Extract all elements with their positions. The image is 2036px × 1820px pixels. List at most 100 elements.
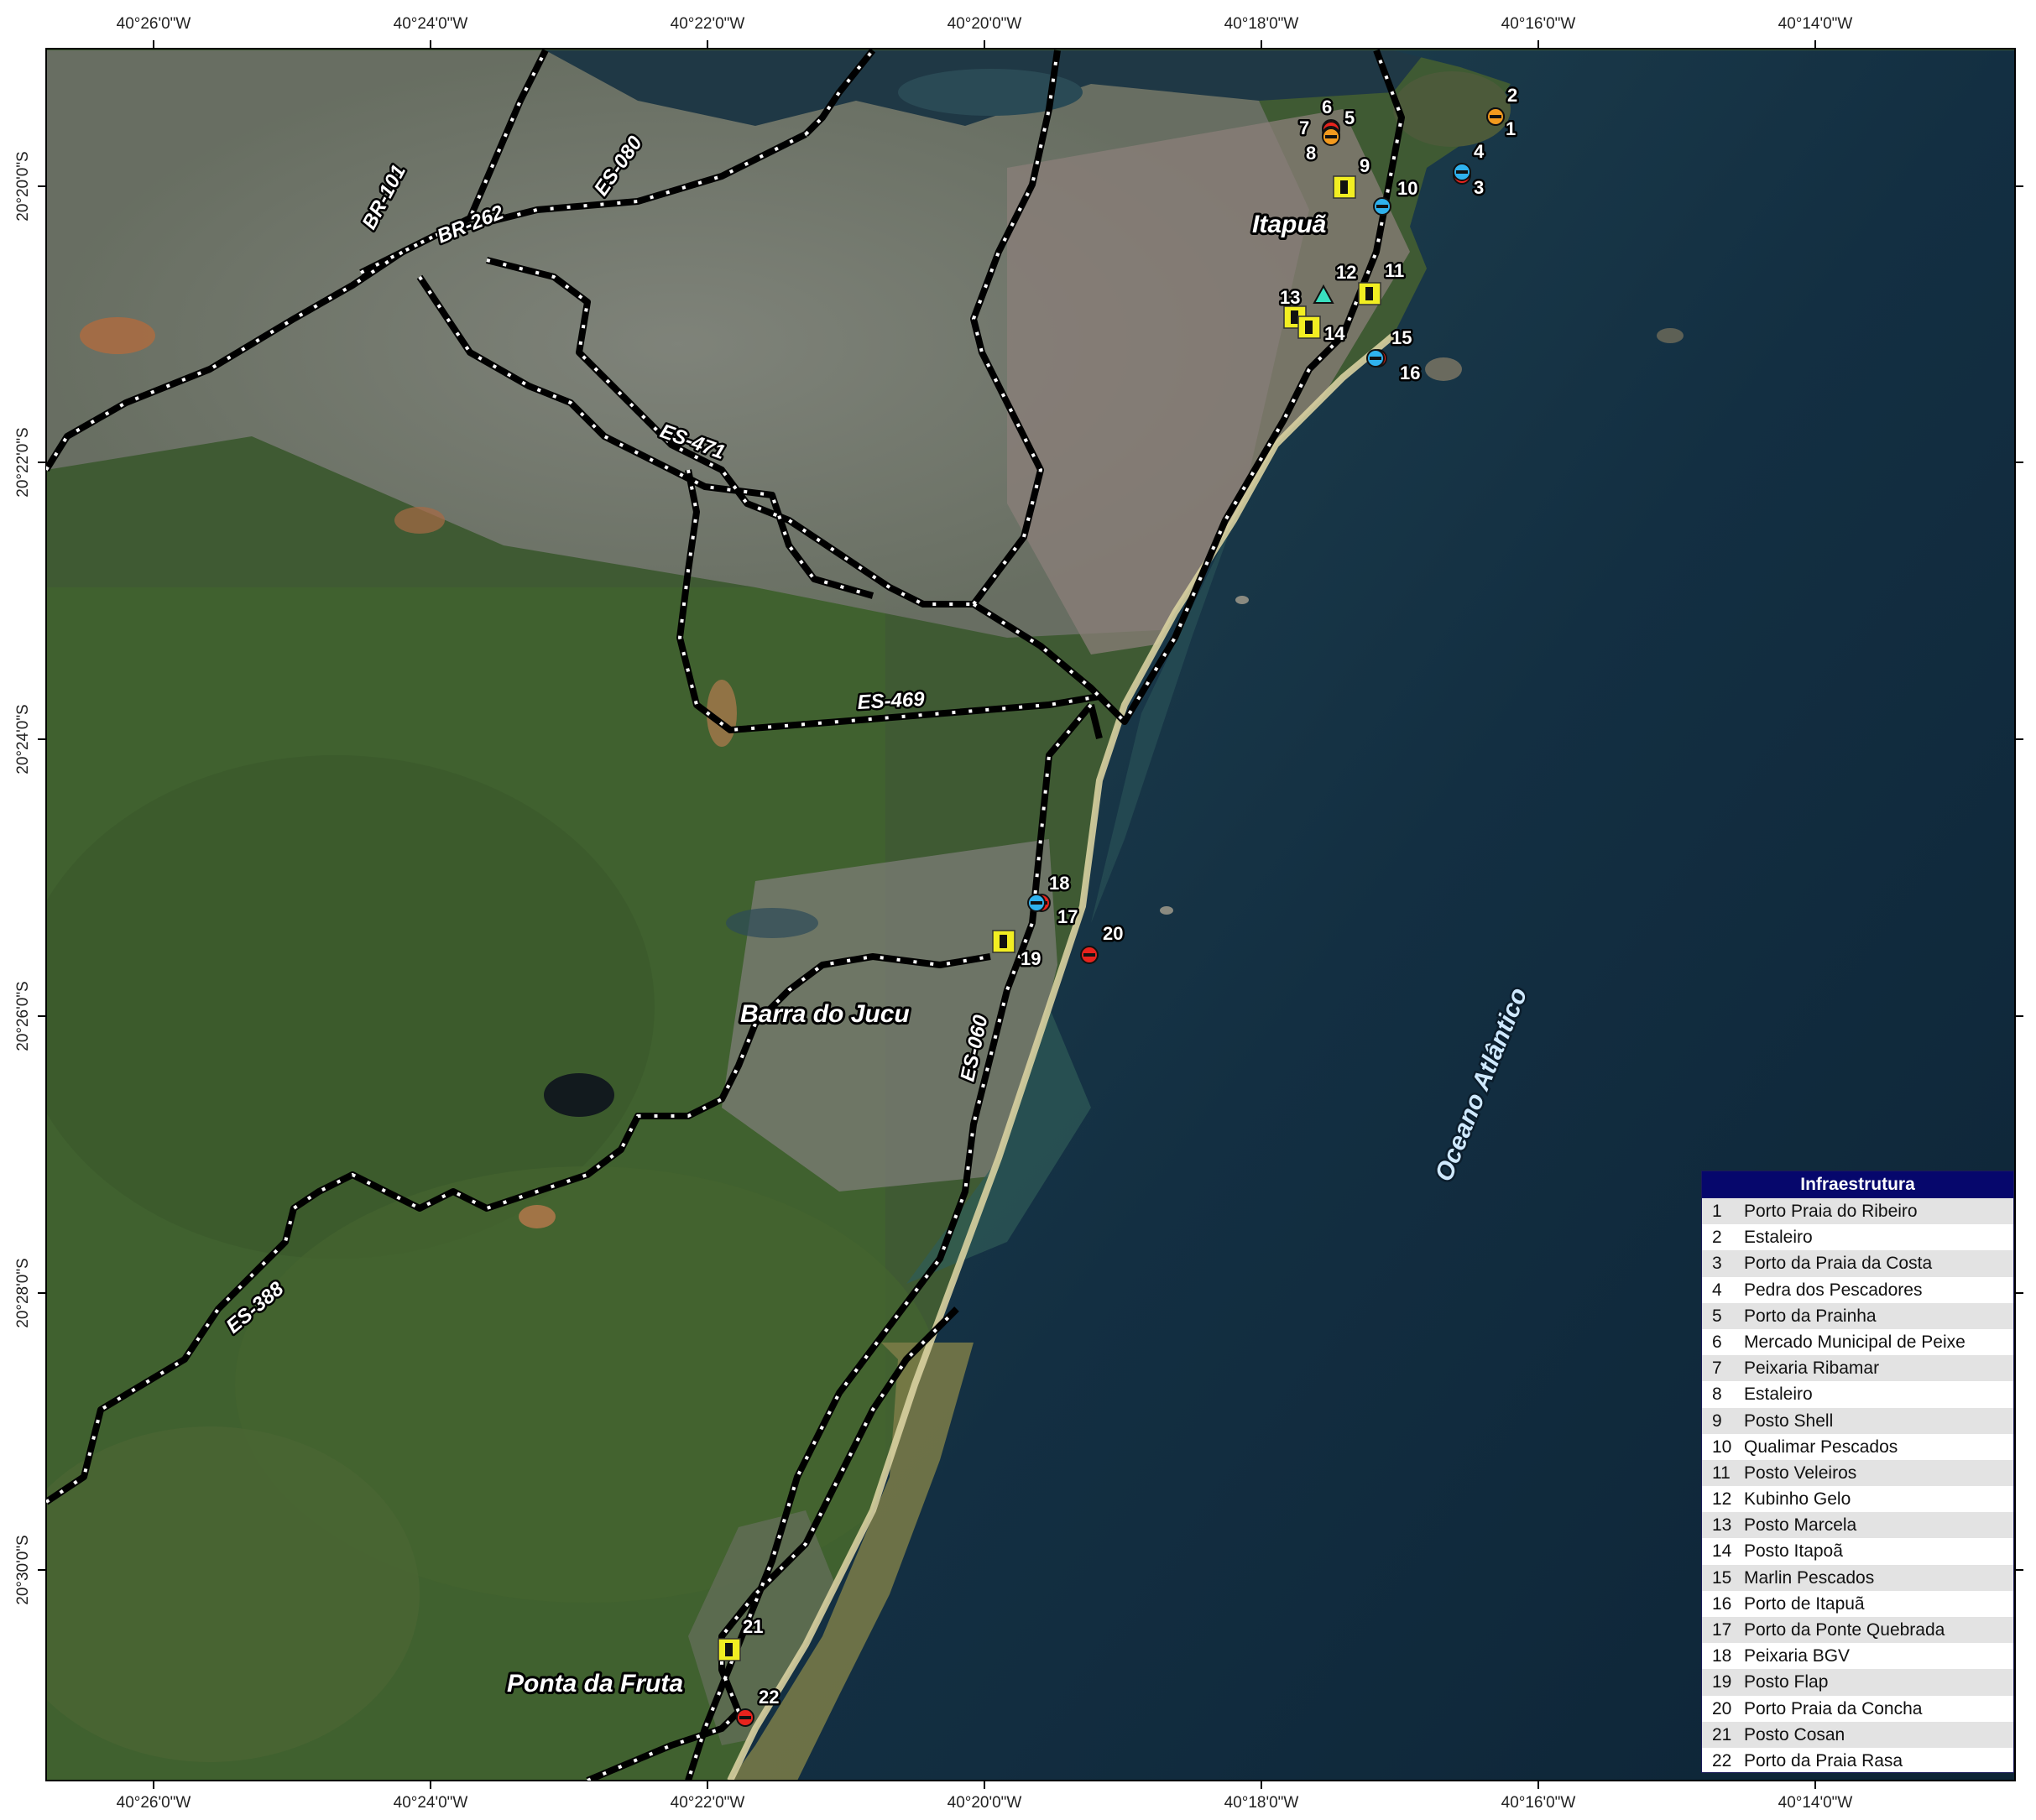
lon-label-top: 40°18'0"W	[1224, 15, 1299, 33]
lon-label-bottom: 40°18'0"W	[1224, 1794, 1299, 1812]
legend-item: 6 Mercado Municipal de Peixe	[1702, 1329, 2013, 1355]
lat-label-left: 20°24'0"S	[14, 704, 32, 774]
legend-item-label: Mercado Municipal de Peixe	[1744, 1332, 1966, 1352]
lon-label-bottom: 40°14'0"W	[1778, 1794, 1853, 1812]
legend-item-number: 10	[1712, 1437, 1732, 1457]
lon-label-top: 40°16'0"W	[1501, 15, 1576, 33]
legend-item-label: Porto da Prainha	[1744, 1306, 1877, 1326]
legend-item-label: Peixaria Ribamar	[1744, 1358, 1880, 1379]
legend-item-number: 7	[1712, 1358, 1722, 1379]
marker-number-label: 19	[1021, 948, 1041, 969]
fuel-station-icon[interactable]	[992, 930, 1015, 953]
marker-number-label: 13	[1280, 287, 1300, 308]
legend-item-number: 14	[1712, 1541, 1732, 1562]
legend-item-label: Estaleiro	[1744, 1228, 1813, 1248]
legend-item-number: 22	[1712, 1750, 1732, 1770]
legend-item: 21 Posto Cosan	[1702, 1721, 2013, 1748]
fish-market-marker-icon[interactable]	[1453, 163, 1471, 181]
legend-item-number: 17	[1712, 1620, 1732, 1640]
fish-market-marker-icon[interactable]	[1366, 349, 1385, 368]
legend-item-label: Porto da Ponte Quebrada	[1744, 1620, 1945, 1640]
lon-label-top: 40°22'0"W	[670, 15, 745, 33]
legend-item-label: Porto da Praia Rasa	[1744, 1750, 1903, 1770]
marker-number-label: 1	[1506, 118, 1516, 139]
lat-label-left: 20°26'0"S	[14, 981, 32, 1051]
legend-item-label: Porto da Praia da Costa	[1744, 1254, 1933, 1274]
marker-number-label: 2	[1507, 85, 1517, 106]
lat-label-left: 20°22'0"S	[14, 427, 32, 498]
road-label-es469: ES-469	[857, 688, 926, 714]
shipyard-marker-icon[interactable]	[1322, 128, 1340, 146]
legend-item-label: Posto Cosan	[1744, 1724, 1845, 1744]
legend-item-label: Porto Praia do Ribeiro	[1744, 1202, 1918, 1221]
fuel-station-icon[interactable]	[1333, 175, 1356, 199]
shipyard-marker-icon[interactable]	[1486, 107, 1505, 126]
lat-label-left: 20°30'0"S	[14, 1535, 32, 1605]
marker-number-label: 12	[1336, 262, 1356, 283]
legend-item: 14 Posto Itapoã	[1702, 1538, 2013, 1564]
lon-label-bottom: 40°26'0"W	[116, 1794, 191, 1812]
legend-item-number: 21	[1712, 1724, 1732, 1744]
legend-item-label: Posto Marcela	[1744, 1515, 1857, 1536]
legend-item-label: Posto Veleiros	[1744, 1463, 1857, 1483]
marker-number-label: 21	[743, 1616, 763, 1637]
marker-number-label: 11	[1385, 260, 1404, 281]
satellite-imagery	[46, 49, 2015, 1781]
port-marker-icon[interactable]	[1080, 946, 1099, 964]
marker-number-label: 8	[1306, 143, 1316, 164]
legend-item-number: 1	[1712, 1202, 1722, 1221]
lon-label-top: 40°24'0"W	[393, 15, 468, 33]
legend-item-number: 19	[1712, 1672, 1732, 1692]
lon-label-top: 40°14'0"W	[1778, 15, 1853, 33]
marker-number-label: 17	[1057, 906, 1078, 927]
road-network	[46, 49, 1405, 1781]
fish-market-marker-icon[interactable]	[1373, 197, 1391, 216]
marker-number-label: 6	[1322, 96, 1332, 117]
marker-number-label: 9	[1360, 155, 1370, 176]
fuel-station-icon[interactable]	[718, 1638, 741, 1661]
legend-item-number: 8	[1712, 1385, 1722, 1405]
legend-item: 1 Porto Praia do Ribeiro	[1702, 1198, 2013, 1225]
marker-number-label: 5	[1344, 107, 1355, 128]
legend-item: 7 Peixaria Ribamar	[1702, 1355, 2013, 1382]
legend-item-label: Posto Shell	[1744, 1411, 1834, 1431]
marker-number-label: 10	[1397, 178, 1417, 199]
legend-item-number: 20	[1712, 1698, 1732, 1718]
marker-number-label: 14	[1324, 323, 1345, 344]
ice-supplier-icon[interactable]	[1313, 284, 1334, 304]
legend-item-number: 6	[1712, 1332, 1722, 1352]
fish-market-marker-icon[interactable]	[1027, 894, 1046, 912]
legend-item-label: Marlin Pescados	[1744, 1567, 1875, 1588]
legend-item: 17 Porto da Ponte Quebrada	[1702, 1617, 2013, 1644]
legend-item: 15 Marlin Pescados	[1702, 1564, 2013, 1591]
legend-item-number: 5	[1712, 1306, 1722, 1326]
port-marker-icon[interactable]	[736, 1708, 754, 1727]
marker-number-label: 20	[1103, 923, 1123, 944]
legend-item-label: Pedra dos Pescadores	[1744, 1280, 1923, 1300]
lon-label-bottom: 40°16'0"W	[1501, 1794, 1576, 1812]
legend-item-number: 15	[1712, 1567, 1732, 1588]
fuel-station-icon[interactable]	[1358, 282, 1381, 305]
legend-item-number: 16	[1712, 1593, 1732, 1614]
lon-label-bottom: 40°20'0"W	[947, 1794, 1022, 1812]
marker-number-label: 18	[1049, 873, 1069, 894]
fuel-station-icon[interactable]	[1297, 316, 1321, 339]
legend-item-label: Peixaria BGV	[1744, 1646, 1851, 1666]
marker-number-label: 4	[1474, 141, 1485, 162]
legend-item-label: Posto Itapoã	[1744, 1541, 1843, 1562]
lon-label-bottom: 40°22'0"W	[670, 1794, 745, 1812]
